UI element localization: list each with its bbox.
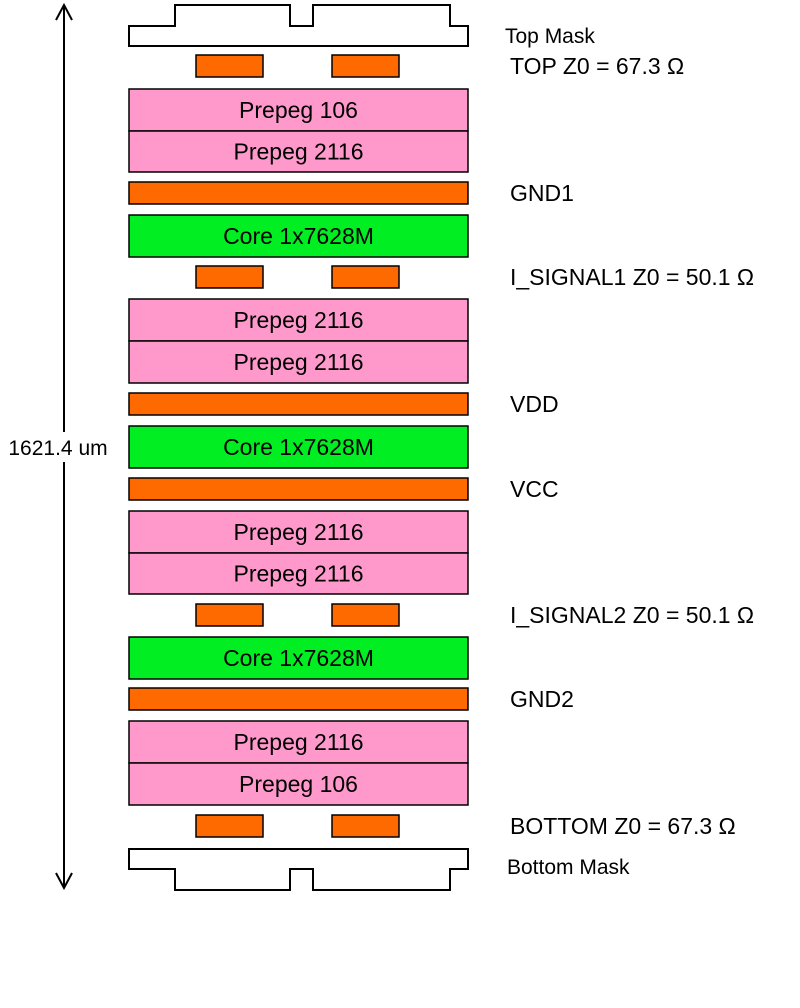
signal-trace-right [331,54,400,78]
core-label: Core 1x7628M [223,434,374,460]
prepreg-layer [128,88,469,132]
prepreg-label: Prepeg 106 [239,771,358,797]
prepreg-layer [128,130,469,173]
signal-layer-label: I_SIGNAL1 Z0 = 50.1 Ω [510,264,754,290]
signal-layer-label: TOP Z0 = 67.3 Ω [510,53,684,79]
signal-trace-left [195,603,264,627]
copper-plane [128,687,469,711]
copper-plane [128,477,469,501]
core-layer [128,425,469,469]
bottom-mask-label: Bottom Mask [507,856,630,879]
signal-trace-left [195,814,264,838]
signal-trace-right [331,265,400,289]
prepreg-label: Prepeg 106 [239,97,358,123]
arrowhead-top [55,2,73,21]
bottom-mask [128,848,469,891]
prepreg-label: Prepeg 2116 [233,561,363,587]
signal-layer-label: BOTTOM Z0 = 67.3 Ω [510,813,736,839]
prepreg-label: Prepeg 2116 [233,349,363,375]
signal-trace-right [331,603,400,627]
signal-layer-label: I_SIGNAL2 Z0 = 50.1 Ω [510,602,754,628]
prepreg-label: Prepeg 2116 [233,307,363,333]
signal-trace-right [331,814,400,838]
prepreg-label: Prepeg 2116 [233,519,363,545]
plane-label: VDD [510,391,559,417]
core-label: Core 1x7628M [223,223,374,249]
prepreg-layer [128,552,469,595]
core-label: Core 1x7628M [223,645,374,671]
copper-plane [128,181,469,205]
plane-label: GND2 [510,686,574,712]
top-mask [128,4,469,47]
core-layer [128,636,469,680]
arrowhead-bottom [55,872,73,891]
core-layer [128,214,469,258]
prepreg-label: Prepeg 2116 [233,139,363,165]
plane-label: VCC [510,476,559,502]
copper-plane [128,392,469,416]
prepreg-label: Prepeg 2116 [233,729,363,755]
dimension-label: 1621.4 um [8,437,107,460]
prepreg-layer [128,510,469,554]
top-mask-label: Top Mask [505,25,595,48]
plane-label: GND1 [510,180,574,206]
prepreg-layer [128,762,469,806]
prepreg-layer [128,340,469,384]
prepreg-layer [128,298,469,342]
dimension-arrow [55,2,73,891]
signal-trace-left [195,54,264,78]
signal-trace-left [195,265,264,289]
prepreg-layer [128,720,469,764]
